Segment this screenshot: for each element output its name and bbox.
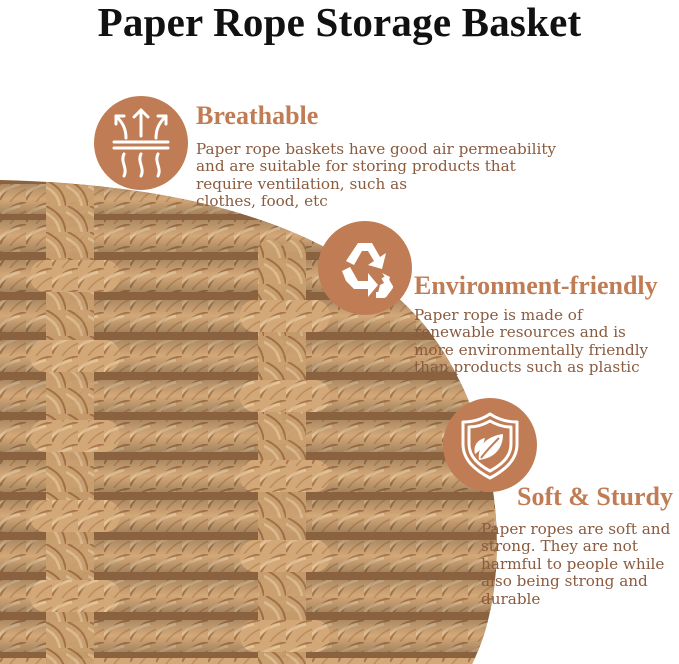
feature-title-breathable: Breathable <box>196 101 319 130</box>
text-line: and are suitable for storing products th… <box>196 157 516 176</box>
text-line: Paper ropes are soft and <box>481 520 671 538</box>
breathable-icon <box>94 96 188 190</box>
text-line: renewable resources and is <box>414 323 626 342</box>
feature-text-soft-sturdy: Paper ropes are soft and strong. They ar… <box>481 520 679 608</box>
recycle-icon <box>318 221 412 315</box>
text-line: require ventilation, such as <box>196 174 407 193</box>
text-line: than products such as plastic <box>414 358 640 377</box>
text-line: harmful to people while <box>481 554 665 573</box>
feature-text-breathable: Paper rope baskets have good air permeab… <box>196 140 636 211</box>
text-line: Paper rope is made of <box>414 306 583 324</box>
feature-title-soft-sturdy: Soft & Sturdy <box>517 482 674 511</box>
text-line: Paper rope baskets have good air permeab… <box>196 140 556 158</box>
text-line: strong. They are not <box>481 537 638 556</box>
feature-title-environment: Environment-friendly <box>414 271 658 300</box>
shield-leaf-icon <box>443 398 537 492</box>
text-line: durable <box>481 589 541 608</box>
page-title: Paper Rope Storage Basket <box>97 0 582 45</box>
text-line: clothes, food, etc <box>196 192 328 211</box>
text-line: also being strong and <box>481 572 648 591</box>
text-line: more environmentally friendly <box>414 340 649 359</box>
feature-text-environment: Paper rope is made of renewable resource… <box>414 306 679 377</box>
